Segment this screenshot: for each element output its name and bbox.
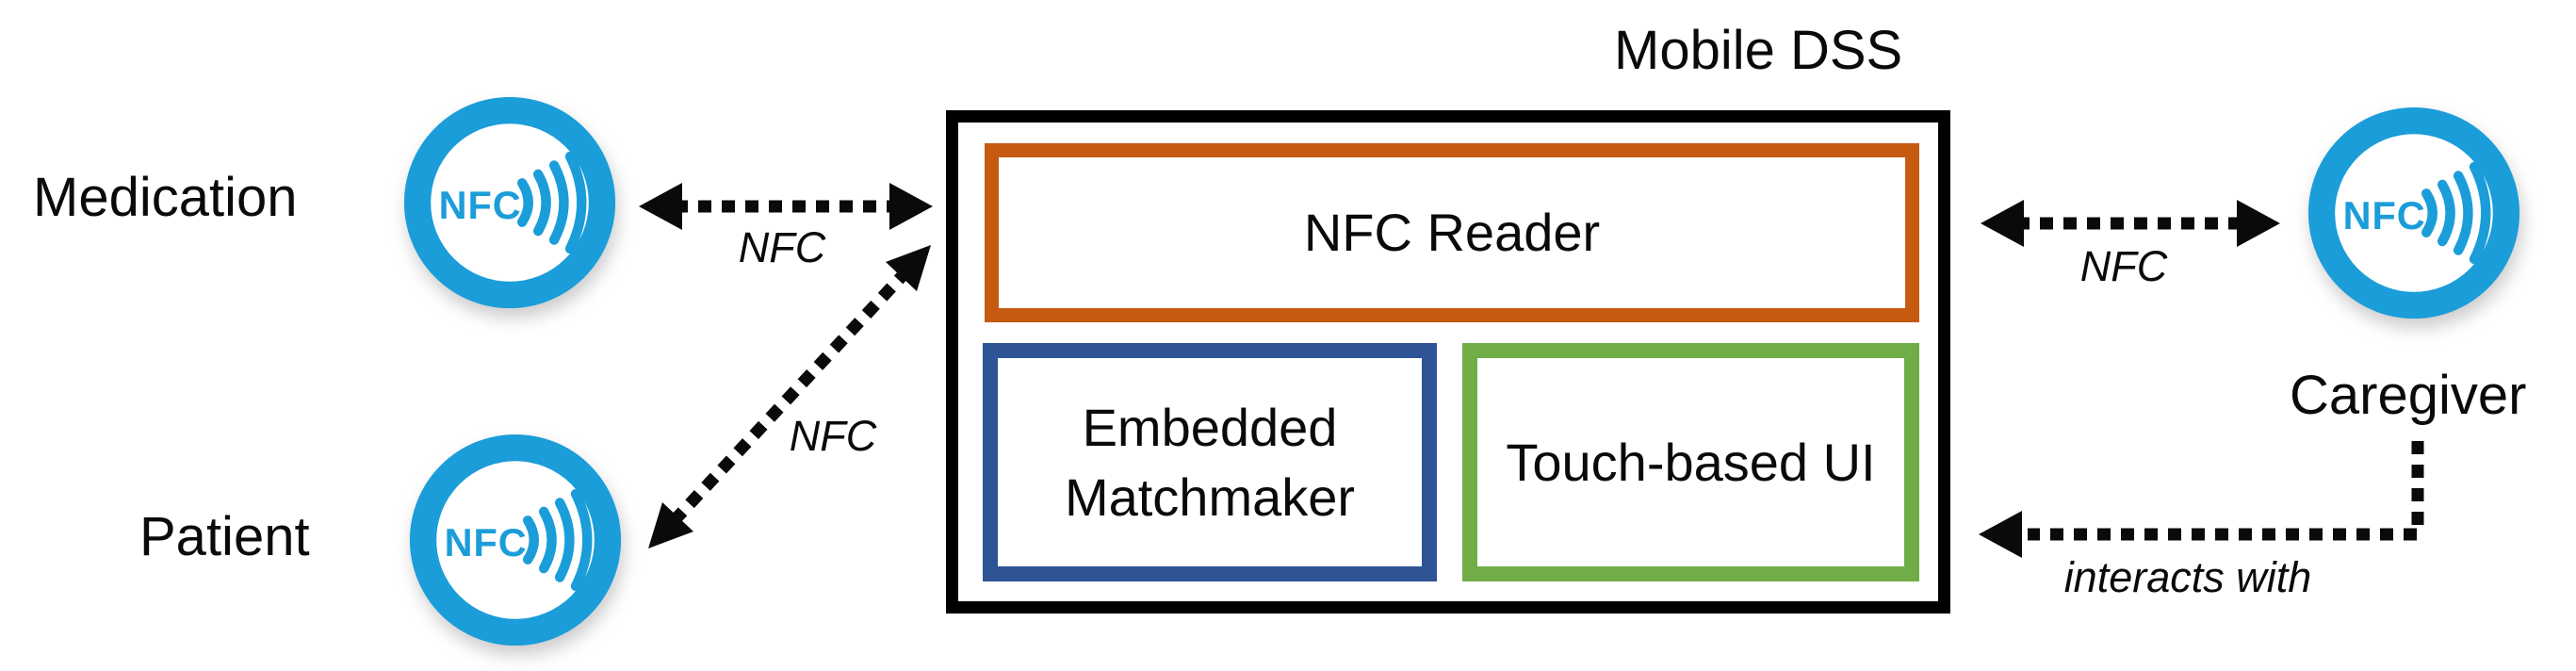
patient-nfc-link-label: NFC bbox=[789, 412, 877, 460]
nfc-tag-text: NFC bbox=[2343, 193, 2426, 237]
interacts-arrow-head bbox=[1979, 511, 2022, 558]
caregiver-nfc-arrow bbox=[1981, 200, 2280, 247]
nfc-tag-ring bbox=[2307, 106, 2520, 319]
touch-based-ui-box: Touch-based UI bbox=[1462, 343, 1919, 581]
medication-nfc-link-label: NFC bbox=[738, 223, 826, 271]
caregiver-nfc-link-label: NFC bbox=[2079, 242, 2168, 290]
touch-based-ui-label: Touch-based UI bbox=[1506, 432, 1876, 492]
nfc-reader-label: NFC Reader bbox=[1303, 203, 1601, 263]
medication-nfc-tag-icon: NFC bbox=[403, 96, 616, 309]
patient-nfc-tag-icon: NFC bbox=[409, 434, 622, 646]
embedded-matchmaker-box: Embedded Matchmaker bbox=[983, 343, 1437, 581]
nfc-signal-waves-icon bbox=[523, 488, 593, 592]
mobile-dss-title: Mobile DSS bbox=[1614, 20, 1903, 81]
nfc-signal-waves-icon bbox=[517, 151, 587, 254]
caregiver-label: Caregiver bbox=[2290, 365, 2527, 426]
nfc-tag-text: NFC bbox=[445, 520, 528, 565]
embedded-matchmaker-label: Embedded Matchmaker bbox=[1064, 397, 1356, 527]
patient-dss-arrow bbox=[648, 245, 931, 548]
interacts-with-label: interacts with bbox=[2063, 553, 2312, 601]
caregiver-nfc-tag-icon: NFC bbox=[2307, 106, 2520, 319]
nfc-reader-box: NFC Reader bbox=[985, 143, 1919, 322]
nfc-tag-ring bbox=[403, 96, 616, 309]
nfc-tag-ring bbox=[409, 434, 622, 646]
interacts-arrow-line bbox=[2028, 441, 2424, 541]
nfc-signal-waves-icon bbox=[2421, 161, 2491, 265]
nfc-tag-text: NFC bbox=[439, 183, 522, 227]
patient-label: Patient bbox=[139, 506, 310, 567]
patient-dss-arrow-line bbox=[669, 268, 910, 526]
medication-label: Medication bbox=[33, 167, 298, 228]
